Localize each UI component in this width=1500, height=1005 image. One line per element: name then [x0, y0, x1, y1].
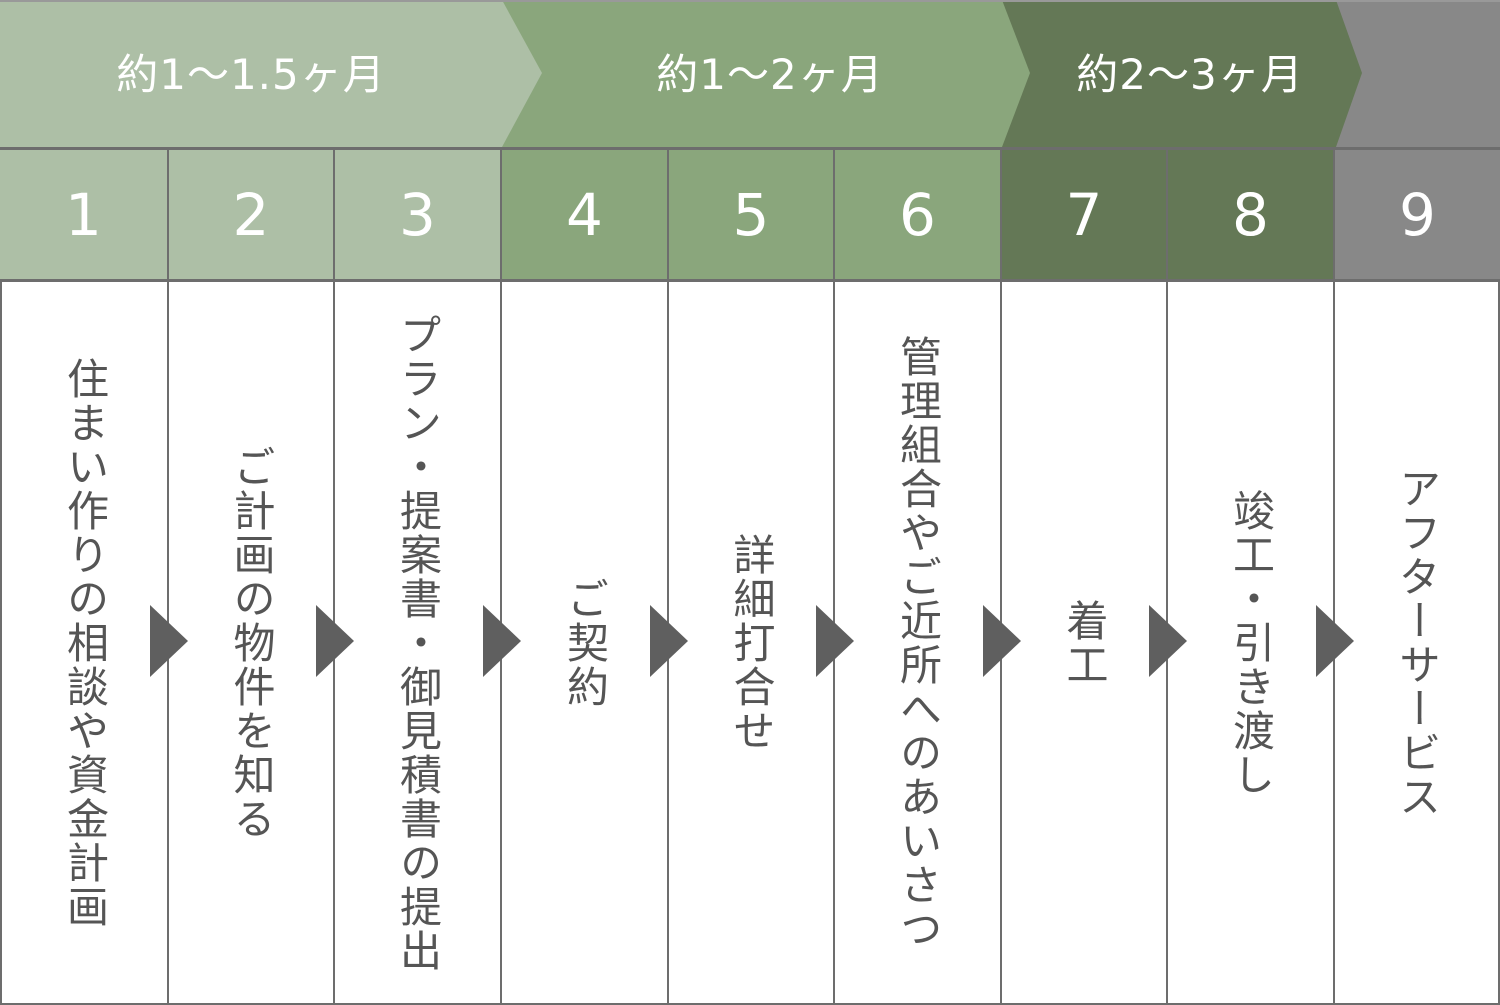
step-number-3: 3	[333, 147, 500, 282]
step-number-4: 4	[500, 147, 667, 282]
step-number-2: 2	[167, 147, 333, 282]
step-6-cell: 管理組合やご近所へのあいさつ	[833, 282, 1000, 1005]
phase-2-arrow	[500, 0, 1030, 147]
step-5-text: 詳細打合せ	[727, 532, 776, 753]
step-arrow-icon	[316, 605, 354, 677]
step-arrow-icon	[1149, 605, 1187, 677]
step-4-cell: ご契約	[500, 282, 667, 1005]
step-3-text: プラン・提案書・御見積書の提出	[393, 312, 443, 973]
step-2-cell: ご計画の物件を知る	[167, 282, 333, 1005]
step-number-8: 8	[1166, 147, 1333, 282]
phase-1-arrow	[0, 0, 542, 147]
step-arrow-icon	[483, 605, 521, 677]
phase-banner	[0, 0, 1500, 147]
step-description-row: 住まい作りの相談や資金計画 ご計画の物件を知る プラン・提案書・御見積書の提出 …	[0, 282, 1500, 1005]
step-number-5: 5	[667, 147, 833, 282]
step-arrow-icon	[816, 605, 854, 677]
step-8-text: 竣工・引き渡し	[1226, 488, 1276, 797]
step-1-text: 住まい作りの相談や資金計画	[60, 356, 110, 929]
phase-3-arrow	[1000, 0, 1362, 147]
step-9-text: アフターサービス	[1392, 466, 1442, 819]
step-arrow-icon	[150, 605, 188, 677]
step-arrow-icon	[983, 605, 1021, 677]
step-arrow-icon	[1316, 605, 1354, 677]
step-number-6: 6	[833, 147, 1000, 282]
step-5-cell: 詳細打合せ	[667, 282, 833, 1005]
step-arrow-icon	[650, 605, 688, 677]
step-8-cell: 竣工・引き渡し	[1166, 282, 1333, 1005]
step-9-cell: アフターサービス	[1333, 282, 1500, 1005]
step-number-1: 1	[0, 147, 167, 282]
step-2-text: ご計画の物件を知る	[227, 444, 276, 841]
step-6-text: 管理組合やご近所へのあいさつ	[893, 334, 943, 951]
step-7-text: 着工	[1060, 598, 1109, 687]
phase-1-label: 約1～1.5ヶ月	[116, 50, 386, 99]
phase-3-label: 約2～3ヶ月	[1076, 50, 1304, 99]
step-number-7: 7	[1000, 147, 1166, 282]
step-7-cell: 着工	[1000, 282, 1166, 1005]
step-4-text: ご契約	[560, 576, 610, 709]
step-number-row: 1 2 3 4 5 6 7 8 9	[0, 147, 1500, 282]
step-3-cell: プラン・提案書・御見積書の提出	[333, 282, 500, 1005]
step-1-cell: 住まい作りの相談や資金計画	[0, 282, 167, 1005]
phase-2-label: 約1～2ヶ月	[656, 50, 884, 99]
step-number-9: 9	[1333, 147, 1500, 282]
